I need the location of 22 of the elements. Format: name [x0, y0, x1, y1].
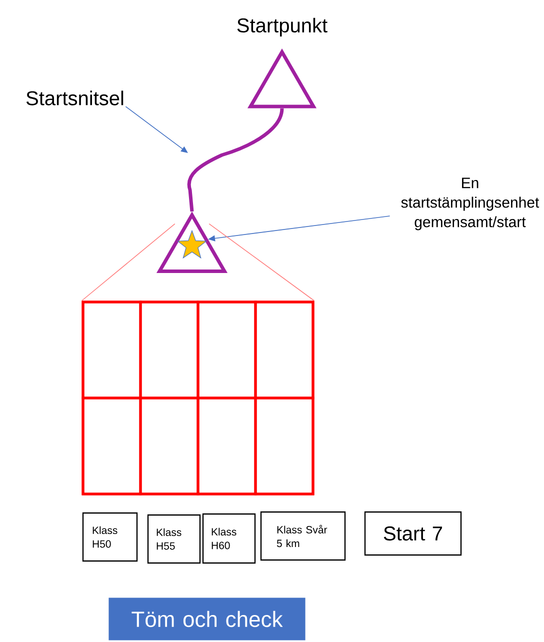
class-card: Klass H50 [82, 512, 138, 562]
action-button: Töm och check [108, 598, 306, 640]
grid-cell [196, 300, 257, 400]
label-text: En startstämplingsenhet gemensamt/start [401, 178, 540, 230]
grid-cell [254, 300, 314, 400]
grid-cell [82, 396, 142, 496]
grid-cell [82, 300, 142, 400]
label-text: Startsnitsel [26, 90, 124, 106]
grid-cell [139, 300, 200, 400]
class-card: Klass H55 [147, 514, 201, 564]
grid-cell [196, 396, 257, 496]
class-card: Klass H60 [202, 513, 256, 564]
grid-cell [254, 396, 314, 496]
trail-line [187, 108, 284, 212]
grid-cell [139, 396, 200, 496]
start-card: Start 7 [364, 511, 462, 556]
projection-line [81, 223, 176, 302]
projection-line [208, 223, 315, 302]
leader-line [125, 106, 188, 153]
node-label: Startpunkt [237, 18, 328, 36]
start-triangle: Startpunkt [237, 18, 328, 108]
class-card: Klass Svår 5 km [260, 511, 346, 561]
